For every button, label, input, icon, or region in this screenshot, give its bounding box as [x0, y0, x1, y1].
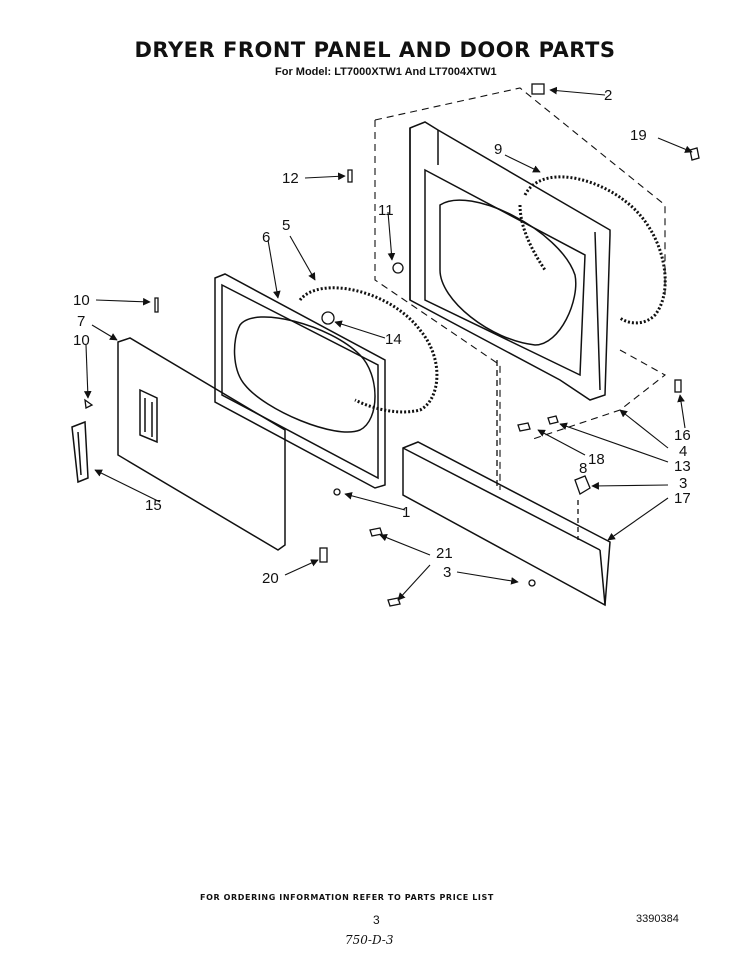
callout-label: 9	[494, 141, 502, 158]
handwritten-code: 750-D-3	[345, 933, 394, 947]
spring	[321, 311, 335, 325]
screw	[347, 169, 353, 183]
inner-door-liner	[214, 273, 386, 489]
screw	[84, 398, 94, 409]
strike-part	[674, 379, 682, 393]
callout-label: 7	[77, 313, 85, 330]
clip	[392, 262, 404, 274]
screw	[387, 597, 401, 607]
callout-label: 12	[282, 170, 299, 187]
screw	[547, 415, 559, 425]
callout-label: 8	[579, 460, 587, 477]
door-handle	[71, 420, 89, 484]
callout-label: 13	[674, 458, 691, 475]
page-number: 3	[373, 913, 380, 927]
callout-label: 6	[262, 229, 270, 246]
door-catch	[574, 475, 591, 495]
screw	[154, 297, 159, 313]
callout-label: 2	[604, 87, 612, 104]
callout-label: 18	[588, 451, 605, 468]
callout-label: 14	[385, 331, 402, 348]
callout-label: 20	[262, 570, 279, 587]
door-stop	[689, 147, 700, 161]
page-subtitle: For Model: LT7000XTW1 And LT7004XTW1	[275, 66, 497, 78]
ordering-note: FOR ORDERING INFORMATION REFER TO PARTS …	[200, 893, 494, 902]
callout-label: 15	[145, 497, 162, 514]
hinge-part	[531, 83, 545, 95]
callout-label: 21	[436, 545, 453, 562]
rear-door-gasket	[518, 175, 667, 325]
callout-labels: 2 19 9 12 11 6 5 10 7 10 14 15 1 21 20 3…	[73, 87, 691, 587]
screw	[528, 579, 536, 587]
document-number: 3390384	[636, 913, 679, 925]
callout-label: 3	[679, 475, 687, 492]
callout-label: 17	[674, 490, 691, 507]
callout-label: 10	[73, 332, 90, 349]
callout-label: 4	[679, 443, 687, 460]
callout-label: 5	[282, 217, 290, 234]
callout-label: 1	[402, 504, 410, 521]
nut	[333, 488, 341, 496]
screw	[517, 422, 531, 432]
outer-door-panel	[117, 337, 286, 551]
callout-label: 11	[378, 202, 394, 219]
callout-label: 16	[674, 427, 691, 444]
leader-lines	[83, 86, 693, 601]
front-panel-frame	[409, 121, 611, 401]
hardware-parts	[84, 83, 700, 607]
assembly-dashed-outline	[374, 87, 666, 490]
callout-label: 3	[443, 564, 451, 581]
door-gasket	[298, 286, 439, 414]
page-title: DRYER FRONT PANEL AND DOOR PARTS	[134, 38, 616, 62]
callout-label: 19	[630, 127, 647, 144]
hinge-bracket	[319, 547, 328, 563]
toe-panel	[402, 441, 611, 607]
callout-label: 10	[73, 292, 90, 309]
